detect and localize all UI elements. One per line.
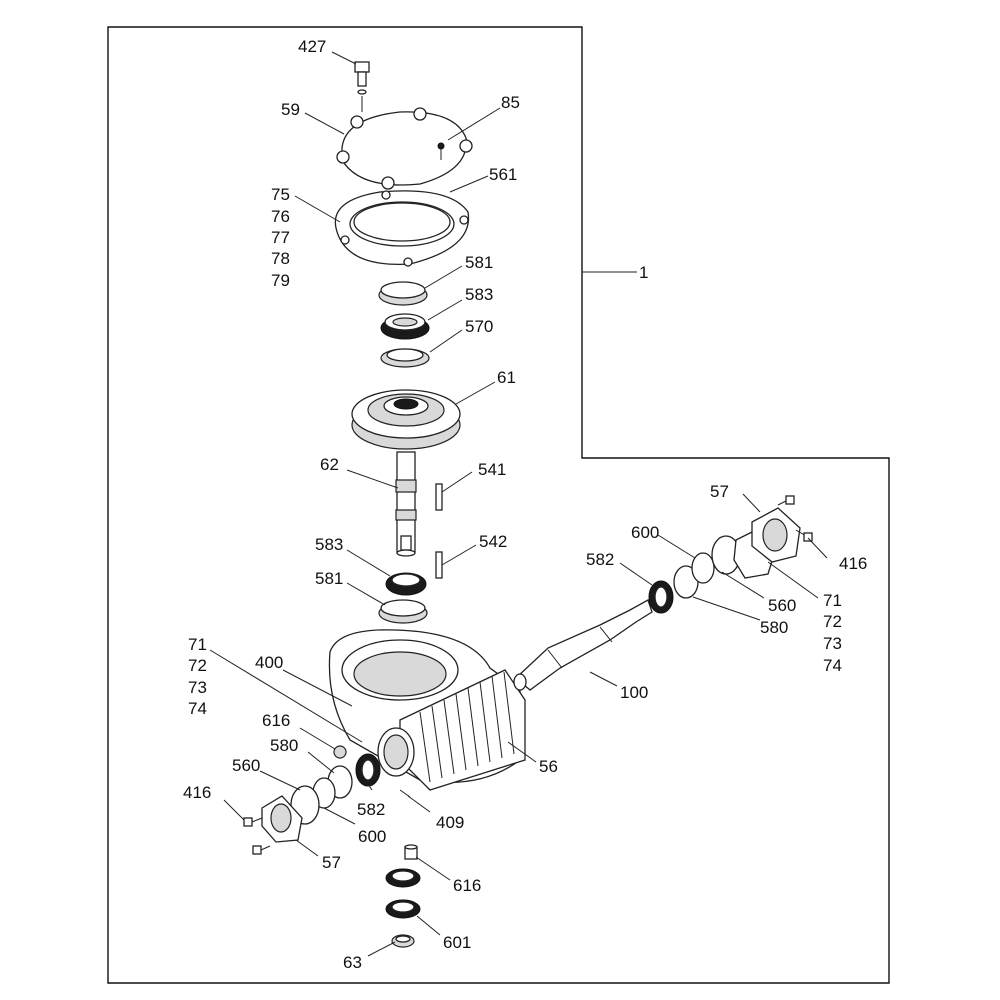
callout-581-lower: 581 — [315, 569, 343, 588]
shaft-62-part — [395, 451, 417, 557]
callout-71-right: 71 — [823, 591, 842, 610]
callout-63: 63 — [343, 953, 362, 972]
callout-56: 56 — [539, 757, 558, 776]
cover-plate-59-part — [336, 107, 473, 190]
callout-85: 85 — [501, 93, 520, 112]
callout-79: 79 — [271, 271, 290, 290]
callout-61: 61 — [497, 368, 516, 387]
bearing-cup-581-top-part — [378, 281, 428, 306]
callout-616-side: 616 — [262, 711, 290, 730]
callout-583-top: 583 — [465, 285, 493, 304]
bearing-582-right-part — [648, 580, 674, 614]
bolt-416-left-upper-part — [243, 817, 263, 827]
callout-570: 570 — [465, 317, 493, 336]
callout-541: 541 — [478, 460, 506, 479]
callout-580-left: 580 — [270, 736, 298, 755]
callout-100: 100 — [620, 683, 648, 702]
callout-74-right: 74 — [823, 656, 842, 675]
key-542-part — [435, 551, 443, 579]
callout-580-right: 580 — [760, 618, 788, 637]
callout-76: 76 — [271, 207, 290, 226]
assembly-boundary-frame — [107, 26, 890, 984]
callout-416-right: 416 — [839, 554, 867, 573]
callout-616-bottom: 616 — [453, 876, 481, 895]
callout-72-right: 72 — [823, 612, 842, 631]
callout-73-right: 73 — [823, 634, 842, 653]
callout-427: 427 — [298, 37, 326, 56]
pulley-61-part — [351, 389, 461, 450]
callout-75: 75 — [271, 185, 290, 204]
callout-560-left: 560 — [232, 756, 260, 775]
gearbox-housing-56-part — [328, 629, 526, 791]
housing-cooling-fins — [419, 671, 515, 783]
callout-72-left: 72 — [188, 656, 207, 675]
callout-600-left: 600 — [358, 827, 386, 846]
callout-560-right: 560 — [768, 596, 796, 615]
callout-582-right: 582 — [586, 550, 614, 569]
callout-561: 561 — [489, 165, 517, 184]
key-541-part — [435, 483, 443, 511]
callout-57-right: 57 — [710, 482, 729, 501]
seal-600-right-part — [691, 552, 715, 584]
callout-601: 601 — [443, 933, 471, 952]
callout-78: 78 — [271, 249, 290, 268]
gasket-561-part — [334, 190, 470, 267]
worm-shaft-100-part — [513, 599, 653, 691]
callout-77: 77 — [271, 228, 290, 247]
callout-542: 542 — [479, 532, 507, 551]
callout-59: 59 — [281, 100, 300, 119]
callout-62: 62 — [320, 455, 339, 474]
bearing-583-lower-part — [385, 572, 427, 596]
leader-lines — [209, 51, 828, 957]
seal-601-lower-part — [385, 899, 421, 919]
bolt-427-part — [354, 61, 370, 112]
bearing-cup-581-lower-part — [378, 599, 428, 624]
callout-582-left: 582 — [357, 800, 385, 819]
callout-74-left: 74 — [188, 699, 207, 718]
bolt-416-left-lower-part — [252, 845, 271, 855]
callout-400: 400 — [255, 653, 283, 672]
bolt-416-right-lower-part — [795, 529, 813, 542]
callout-409: 409 — [436, 813, 464, 832]
callout-73-left: 73 — [188, 678, 207, 697]
callout-labels: 427 59 85 75 76 77 78 79 561 1 581 583 5… — [183, 37, 867, 972]
seal-601-upper-part — [385, 868, 421, 888]
callout-71-left: 71 — [188, 635, 207, 654]
plug-616-side-part — [333, 745, 347, 759]
end-cap-57-left-part — [261, 795, 303, 843]
callout-1: 1 — [639, 263, 648, 282]
callout-600-right: 600 — [631, 523, 659, 542]
callout-57-left: 57 — [322, 853, 341, 872]
spacer-570-part — [380, 348, 430, 368]
bearing-583-top-part — [380, 313, 430, 340]
callout-583-lower: 583 — [315, 535, 343, 554]
ring-63-part — [391, 934, 415, 948]
bolt-416-right-upper-part — [777, 495, 795, 506]
bearing-582-left-part — [355, 753, 381, 787]
end-cap-57-right-part — [751, 507, 801, 563]
plug-616-bottom-part — [404, 844, 418, 860]
callout-581-top: 581 — [465, 253, 493, 272]
callout-416-left: 416 — [183, 783, 211, 802]
